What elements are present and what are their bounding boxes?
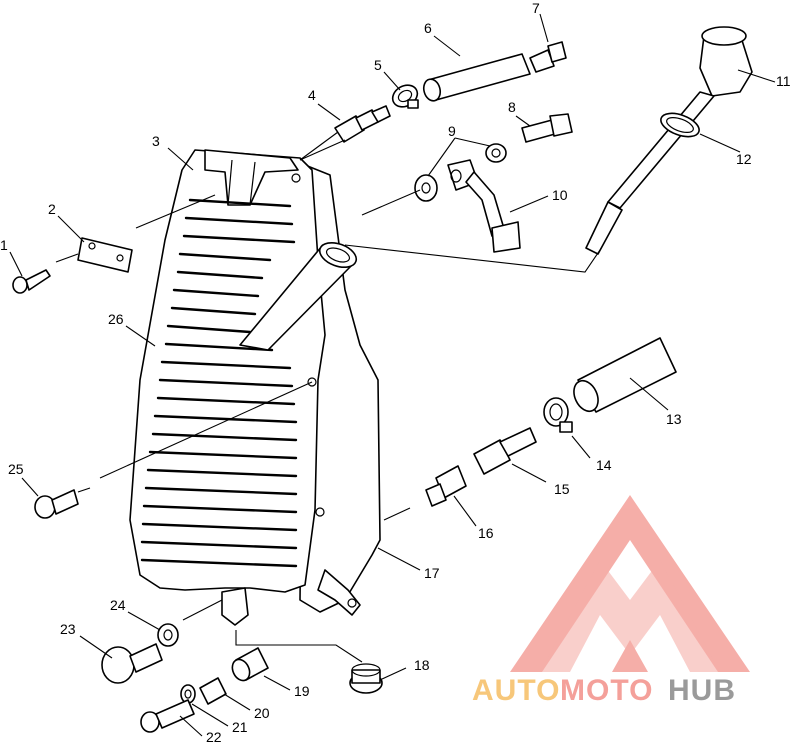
callout-11: 11 <box>776 73 791 89</box>
bolt-part-22 <box>140 699 195 733</box>
assembly-lines <box>55 131 601 663</box>
fitting-part-7 <box>529 41 567 73</box>
bolt-part-23 <box>101 643 163 684</box>
callout-22: 22 <box>206 729 222 745</box>
plate-part-2 <box>77 237 133 273</box>
callout-26: 26 <box>108 311 124 327</box>
callout-17: 17 <box>424 565 440 581</box>
hose-clamp-part-5 <box>391 84 419 109</box>
hose-clamp-part-14 <box>543 397 573 433</box>
callout-3: 3 <box>152 133 160 149</box>
callout-13: 13 <box>666 411 682 427</box>
watermark-word-hub: HUB <box>668 674 736 707</box>
bolt-part-25 <box>34 489 79 519</box>
callout-23: 23 <box>60 621 76 637</box>
callout-15: 15 <box>554 481 570 497</box>
spacer-part-20 <box>199 677 227 705</box>
callout-9: 9 <box>448 123 456 139</box>
hose-part-10 <box>491 221 521 253</box>
hose-part-13 <box>573 337 677 413</box>
dipstick-part-11 <box>585 26 753 255</box>
callout-5: 5 <box>374 57 382 73</box>
callout-labels: 1 2 3 4 5 6 7 8 9 10 11 12 13 14 15 16 1… <box>0 0 791 745</box>
callout-4: 4 <box>308 87 316 103</box>
callout-14: 14 <box>596 457 612 473</box>
tank-ribs <box>140 198 298 568</box>
callout-7: 7 <box>532 0 540 16</box>
callout-10: 10 <box>552 187 568 203</box>
oil-tank <box>129 149 381 626</box>
callout-6: 6 <box>424 20 432 36</box>
callout-21: 21 <box>232 719 248 735</box>
washer-part-21 <box>180 684 196 704</box>
watermark-word-auto: AUTO <box>472 674 560 707</box>
callout-2: 2 <box>48 201 56 217</box>
callout-25: 25 <box>8 461 24 477</box>
fitting-part-15 <box>473 427 537 475</box>
callout-leaders <box>9 13 776 737</box>
watermark-logo-icon <box>510 495 750 672</box>
bushing-part-19 <box>231 647 269 682</box>
washer-part-24 <box>157 623 179 647</box>
grommet-part-18 <box>349 663 383 694</box>
hose-part-6 <box>422 53 531 102</box>
watermark-word-moto: MOTO <box>560 674 653 707</box>
callout-1: 1 <box>0 237 8 253</box>
callout-20: 20 <box>254 705 270 721</box>
banjo-fitting-part-9 <box>414 143 507 237</box>
callout-12: 12 <box>736 151 752 167</box>
o-ring-part-12 <box>660 112 700 138</box>
callout-8: 8 <box>508 99 516 115</box>
sensor-part-16 <box>425 465 467 507</box>
callout-19: 19 <box>294 683 310 699</box>
callout-24: 24 <box>110 597 126 613</box>
bolt-part-8 <box>521 113 573 143</box>
filler-neck <box>239 241 358 351</box>
callout-16: 16 <box>478 525 494 541</box>
screw-part-1 <box>12 269 51 294</box>
automotohub-watermark: AUTO MOTO HUB <box>472 495 750 707</box>
fitting-part-4 <box>334 105 391 143</box>
callout-18: 18 <box>414 657 430 673</box>
